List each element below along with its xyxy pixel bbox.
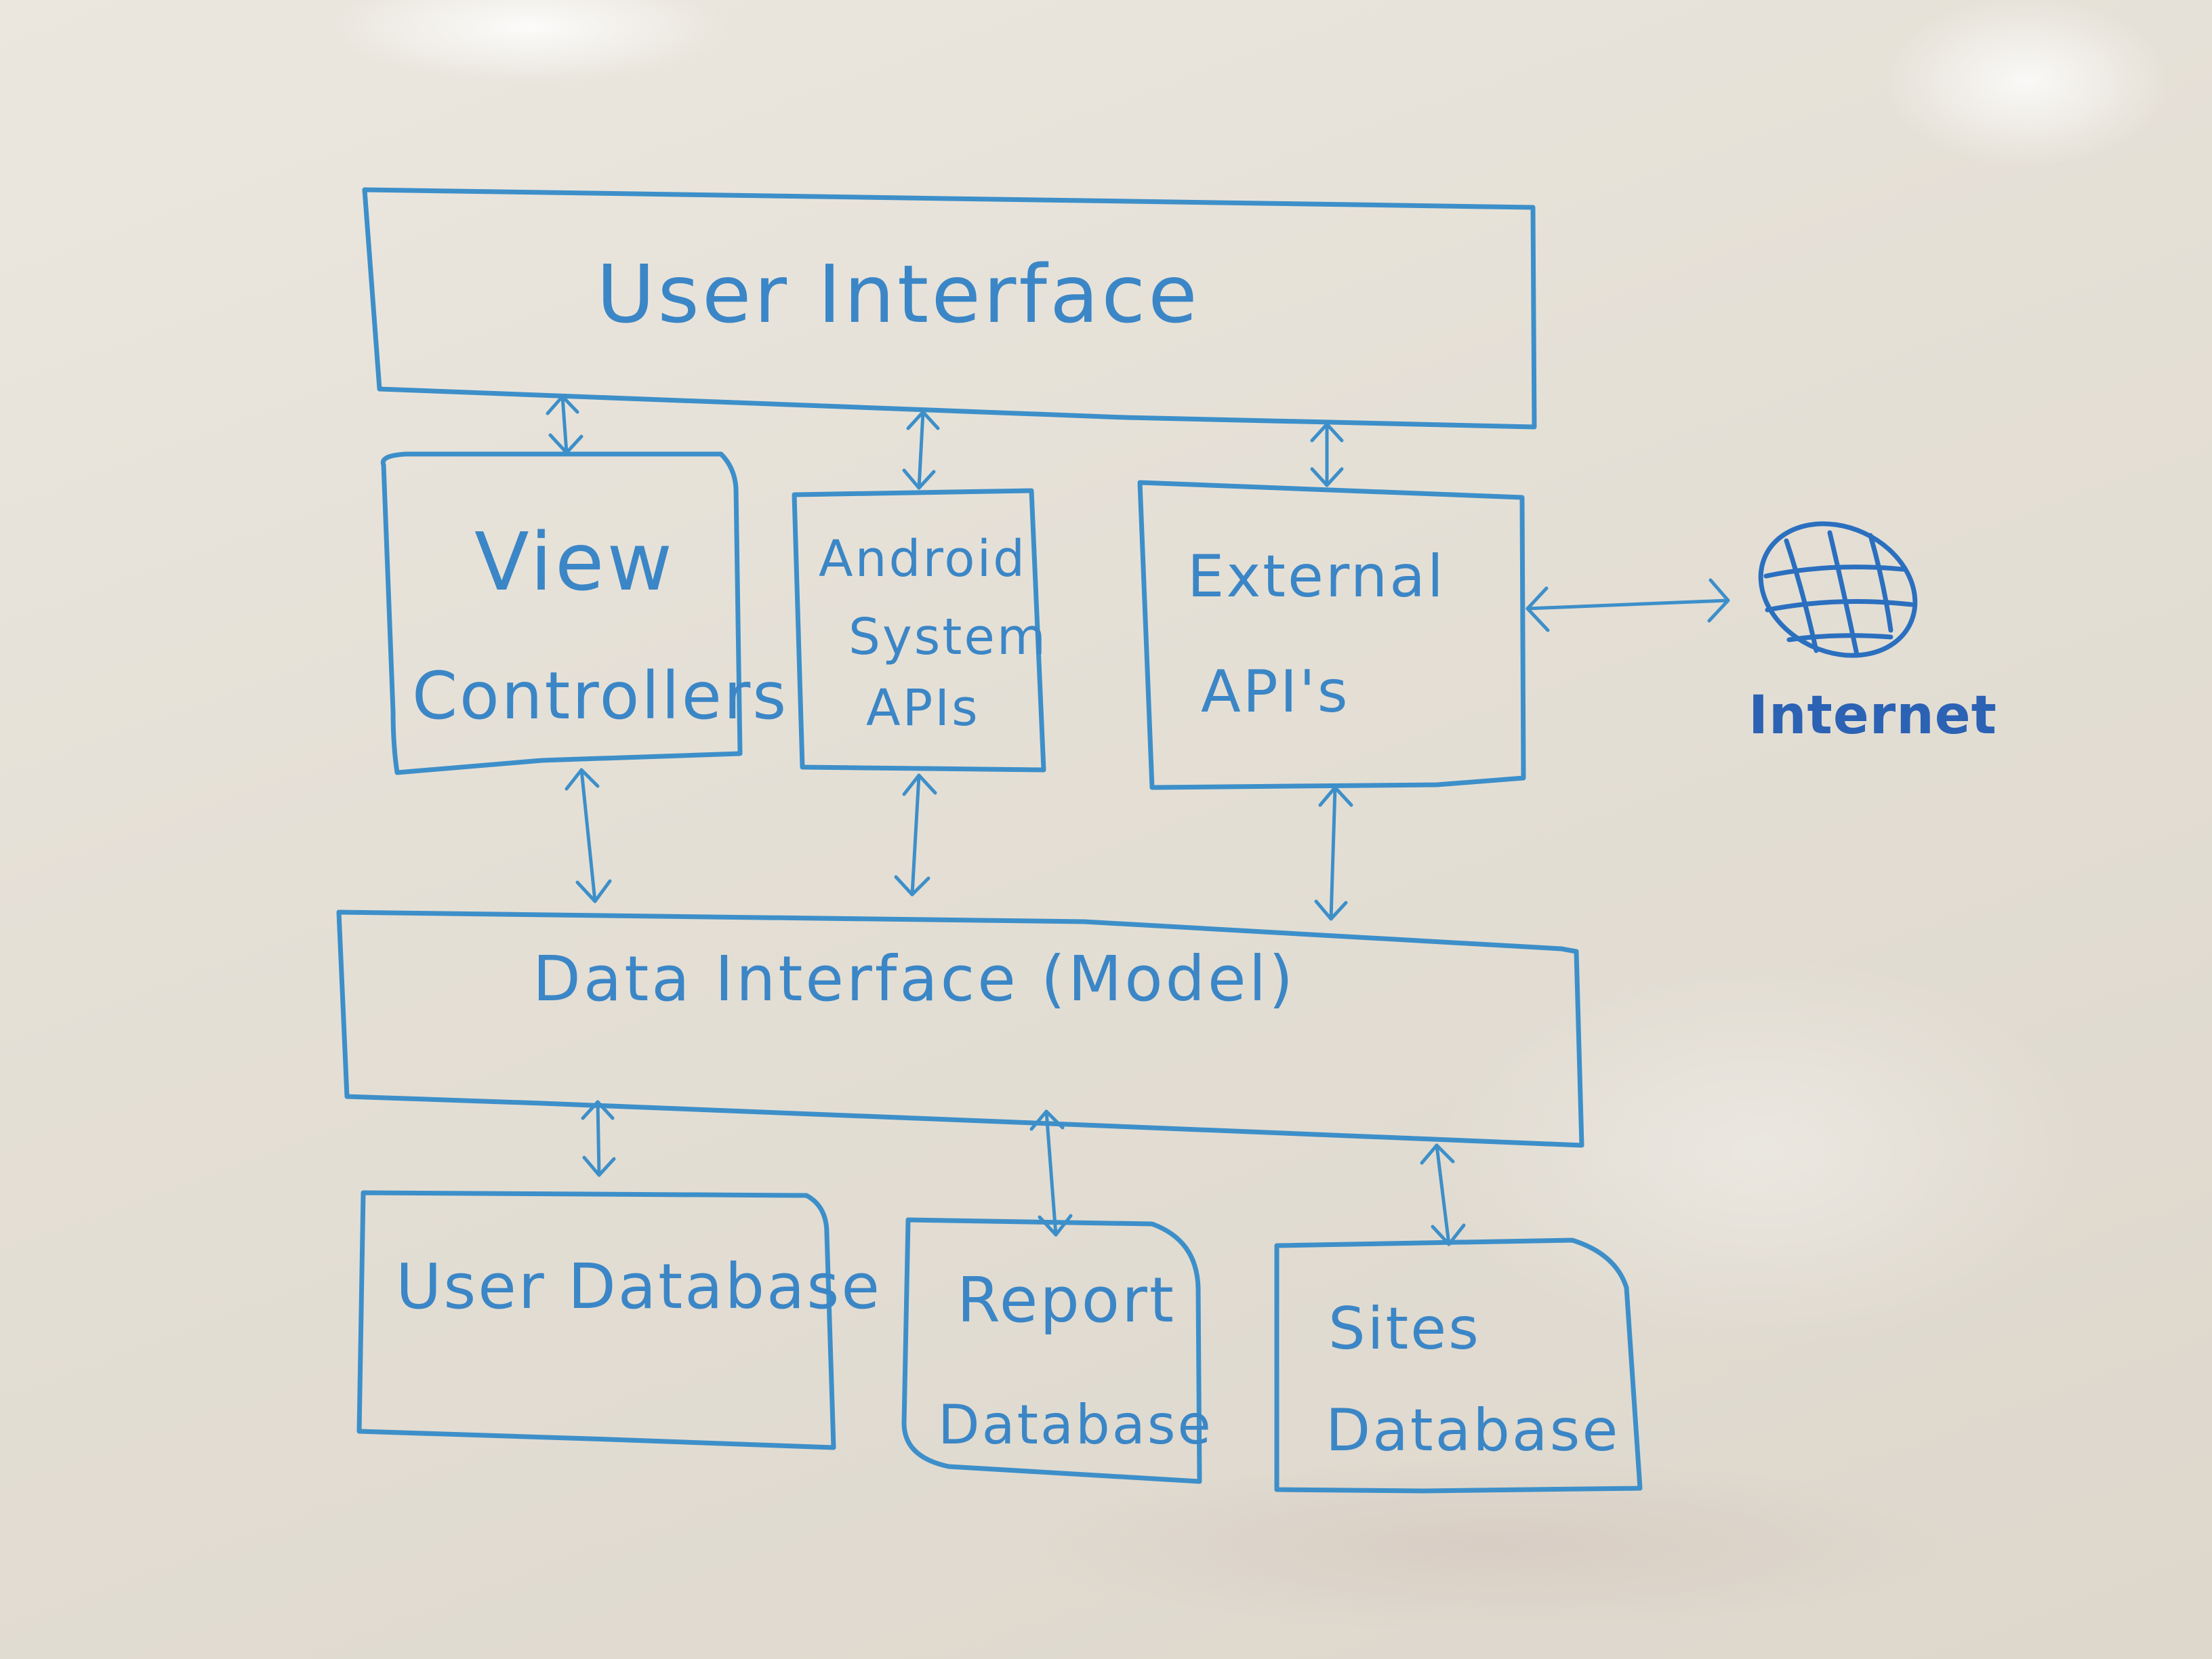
view-controllers-label-line1: View: [474, 515, 675, 609]
android-label-line2: System: [848, 608, 1048, 666]
data-interface-node: Data Interface (Model): [336, 909, 1584, 1148]
android-system-apis-box: [792, 488, 1046, 773]
arrow-view-controllers-data: [565, 768, 612, 903]
arrow-ui-external: [1310, 422, 1344, 487]
arrow-external-data: [1314, 785, 1353, 921]
user-interface-label: User Interface: [596, 247, 1200, 341]
data-interface-box: [336, 909, 1584, 1148]
arrow-data-user-database: [581, 1100, 616, 1177]
arrow-ui-android: [902, 410, 940, 490]
external-apis-node: External API's: [1137, 480, 1526, 790]
sites-database-label-line1: Sites: [1328, 1295, 1481, 1363]
external-label-line1: External: [1187, 543, 1446, 611]
arrow-data-sites-database: [1420, 1143, 1466, 1246]
view-controllers-node: View Controllers: [380, 451, 788, 775]
arrow-android-data: [894, 773, 937, 897]
external-apis-box: [1137, 480, 1526, 790]
user-database-node: User Database: [356, 1190, 882, 1450]
sites-database-node: Sites Database: [1274, 1237, 1643, 1494]
internet-node: Internet: [1748, 521, 1997, 746]
android-system-apis-node: Android System APIs: [792, 488, 1048, 773]
view-controllers-label-line2: Controllers: [412, 658, 788, 734]
board-smudge: [1017, 1457, 1965, 1633]
report-database-node: Report Database: [901, 1217, 1213, 1484]
internet-label: Internet: [1748, 685, 1997, 746]
sites-database-label-line2: Database: [1326, 1397, 1620, 1465]
view-controllers-box: [380, 451, 743, 775]
android-label-line3: APIs: [866, 679, 980, 737]
arrow-external-internet: [1525, 578, 1730, 632]
android-label-line1: Android: [819, 530, 1027, 588]
user-database-box: [356, 1190, 836, 1450]
report-database-label-line1: Report: [957, 1264, 1176, 1336]
user-interface-node: User Interface: [362, 187, 1537, 430]
external-label-line2: API's: [1201, 658, 1350, 726]
user-interface-box: [362, 187, 1537, 430]
globe-icon: [1758, 521, 1918, 658]
report-database-box: [901, 1217, 1202, 1484]
data-interface-label: Data Interface (Model): [533, 943, 1296, 1015]
arrow-ui-view-controllers: [546, 394, 583, 455]
sites-database-box: [1274, 1237, 1643, 1494]
report-database-label-line2: Database: [938, 1393, 1213, 1456]
user-database-label: User Database: [396, 1250, 882, 1323]
arrow-data-report-database: [1029, 1109, 1073, 1237]
